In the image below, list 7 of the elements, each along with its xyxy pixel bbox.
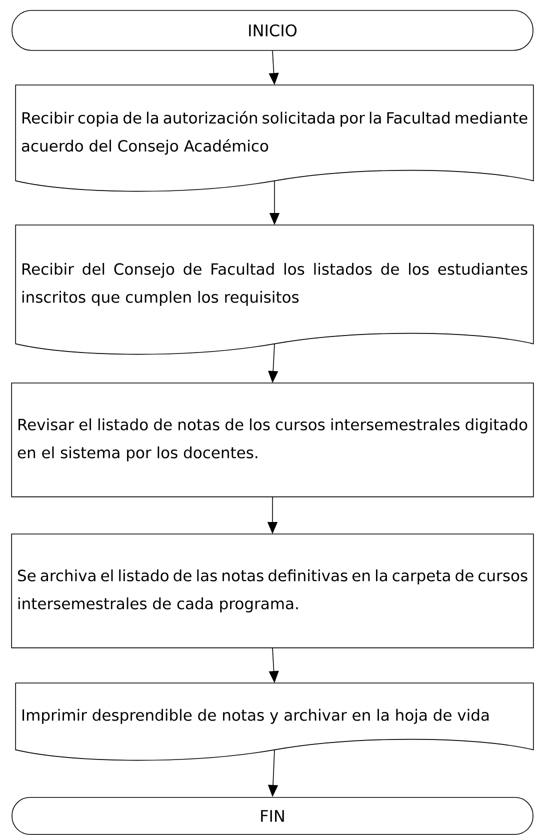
terminal-box: FIN xyxy=(12,797,534,835)
process-box: Se archiva el listado de las notas definitivas en la carpeta de cursos intersemestrales de cada programa. xyxy=(11,534,534,648)
document-box: Imprimir desprendible de notas y archivar en la hoja de vida xyxy=(15,682,534,761)
terminal-box: INICIO xyxy=(12,10,534,51)
document-box: Recibir copia de la autorización solicitada por la Facultad mediante acuerdo del Consejo Académico xyxy=(15,84,534,192)
process-box: Revisar el listado de notas de los cursos intersemestrales digitado en el sistema por los docentes. xyxy=(11,382,534,498)
document-box: Recibir del Consejo de Facultad los listados de los estudiantes inscritos que cumplen los requisitos xyxy=(15,224,534,355)
